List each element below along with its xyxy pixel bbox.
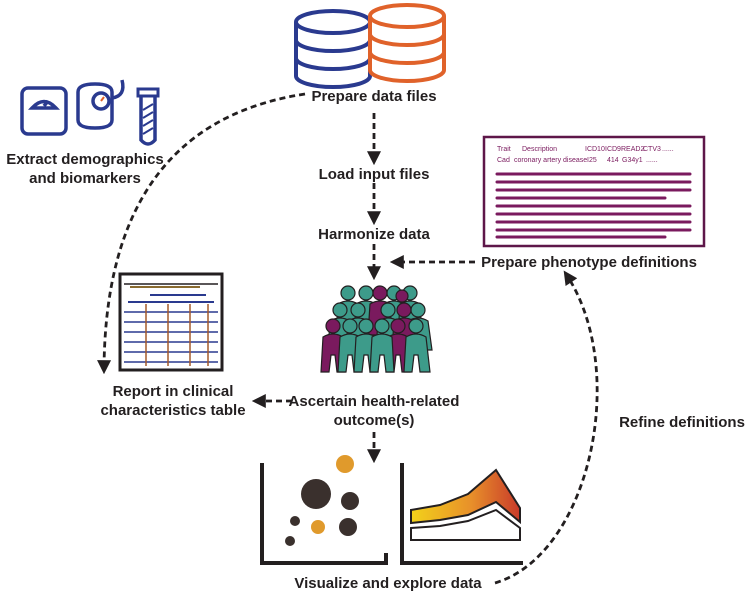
extract-line-2: and biomarkers	[29, 170, 141, 187]
area-chart-icon	[400, 463, 523, 565]
ascertain-line-2: outcome(s)	[333, 412, 415, 429]
step-prepare-data-files: Prepare data files	[311, 88, 437, 105]
header-more: ......	[662, 146, 674, 153]
bubble-chart-icon	[260, 455, 388, 565]
phenotype-document	[482, 135, 706, 248]
bubble	[341, 492, 359, 510]
bubble	[311, 520, 325, 534]
header-trait: Trait	[497, 146, 511, 153]
table-icon	[118, 272, 224, 372]
step-prepare-phenotype: Prepare phenotype definitions	[481, 254, 697, 271]
header-read2: READ2	[621, 146, 645, 153]
bubble	[336, 455, 354, 473]
bubble	[339, 518, 357, 536]
step-report-table: Report in clinical characteristics table	[88, 382, 258, 420]
header-description: Description	[522, 146, 558, 153]
bubble	[301, 479, 331, 509]
header-ctv3: CTV3	[643, 146, 661, 153]
cell-icd10: I25	[587, 157, 597, 164]
phenotype-table-header: Trait Description ICD10 ICD9 READ2 CTV3 …	[494, 146, 699, 156]
header-icd9: ICD9	[605, 146, 621, 153]
arrow-prepare-to-report	[97, 92, 306, 375]
cell-description: coronary artery disease	[514, 157, 588, 164]
cell-read2: G34y1	[622, 157, 643, 164]
step-ascertain-outcomes: Ascertain health-related outcome(s)	[284, 392, 464, 430]
cell-more: ......	[646, 157, 658, 164]
step-extract-demographics: Extract demographics and biomarkers	[0, 150, 170, 188]
test-tube-icon	[136, 87, 160, 146]
ascertain-line-1: Ascertain health-related	[288, 393, 460, 410]
scale-icon	[20, 86, 68, 136]
cell-icd9: 414	[607, 157, 619, 164]
bubble	[285, 536, 295, 546]
arrow-visualize-to-phenotype	[494, 270, 599, 585]
step-harmonize-data: Harmonize data	[318, 226, 430, 243]
step-visualize-explore: Visualize and explore data	[294, 575, 482, 592]
report-line-2: characteristics table	[100, 402, 246, 419]
report-line-1: Report in clinical	[112, 383, 234, 400]
people-icon	[320, 285, 433, 373]
step-load-input-files: Load input files	[318, 166, 430, 183]
header-icd10: ICD10	[585, 146, 605, 153]
step-refine-definitions: Refine definitions	[619, 414, 745, 431]
bubble	[290, 516, 300, 526]
cell-trait: Cad	[497, 157, 510, 164]
blood-pressure-icon	[76, 79, 125, 130]
extract-line-1: Extract demographics	[6, 151, 164, 168]
database-icon	[294, 9, 372, 89]
database-icon	[368, 3, 446, 83]
phenotype-table-row: Cad coronary artery disease I25 414 G34y…	[494, 157, 699, 167]
